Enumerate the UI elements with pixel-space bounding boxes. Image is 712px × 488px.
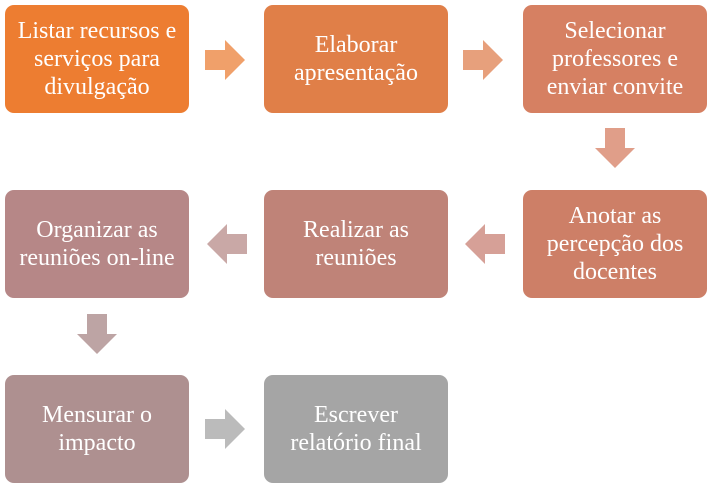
- arrow-5-shape: [207, 224, 247, 264]
- step-4-label: Anotar as percepção dos docentes: [546, 203, 684, 285]
- step-2-label: Elaborar apresentação: [294, 32, 418, 86]
- arrow-7-shape: [205, 409, 245, 449]
- arrow-1-shape: [205, 40, 245, 80]
- arrow-down-icon: [595, 128, 635, 168]
- arrow-3-shape: [595, 128, 635, 168]
- step-8-label: Escrever relatório final: [290, 402, 422, 456]
- step-7-box: Mensurar o impacto: [5, 375, 189, 483]
- step-1-label: Listar recursos e serviços para divulgaç…: [17, 18, 177, 100]
- step-3-label: Selecionar professores e enviar convite: [546, 18, 684, 100]
- arrow-right-icon: [205, 40, 245, 80]
- arrow-down-icon: [77, 314, 117, 354]
- arrow-left-icon: [207, 224, 247, 264]
- arrow-left-icon: [465, 224, 505, 264]
- step-6-label: Organizar as reuniões on-line: [19, 217, 175, 271]
- step-5-label: Realizar as reuniões: [303, 217, 409, 271]
- step-7-label: Mensurar o impacto: [42, 402, 152, 456]
- arrow-2-shape: [463, 40, 503, 80]
- step-2-box: Elaborar apresentação: [264, 5, 448, 113]
- step-6-box: Organizar as reuniões on-line: [5, 190, 189, 298]
- arrow-right-icon: [463, 40, 503, 80]
- step-1-box: Listar recursos e serviços para divulgaç…: [5, 5, 189, 113]
- arrow-right-icon: [205, 409, 245, 449]
- step-5-box: Realizar as reuniões: [264, 190, 448, 298]
- step-8-box: Escrever relatório final: [264, 375, 448, 483]
- step-3-box: Selecionar professores e enviar convite: [523, 5, 707, 113]
- arrow-6-shape: [77, 314, 117, 354]
- step-4-box: Anotar as percepção dos docentes: [523, 190, 707, 298]
- arrow-4-shape: [465, 224, 505, 264]
